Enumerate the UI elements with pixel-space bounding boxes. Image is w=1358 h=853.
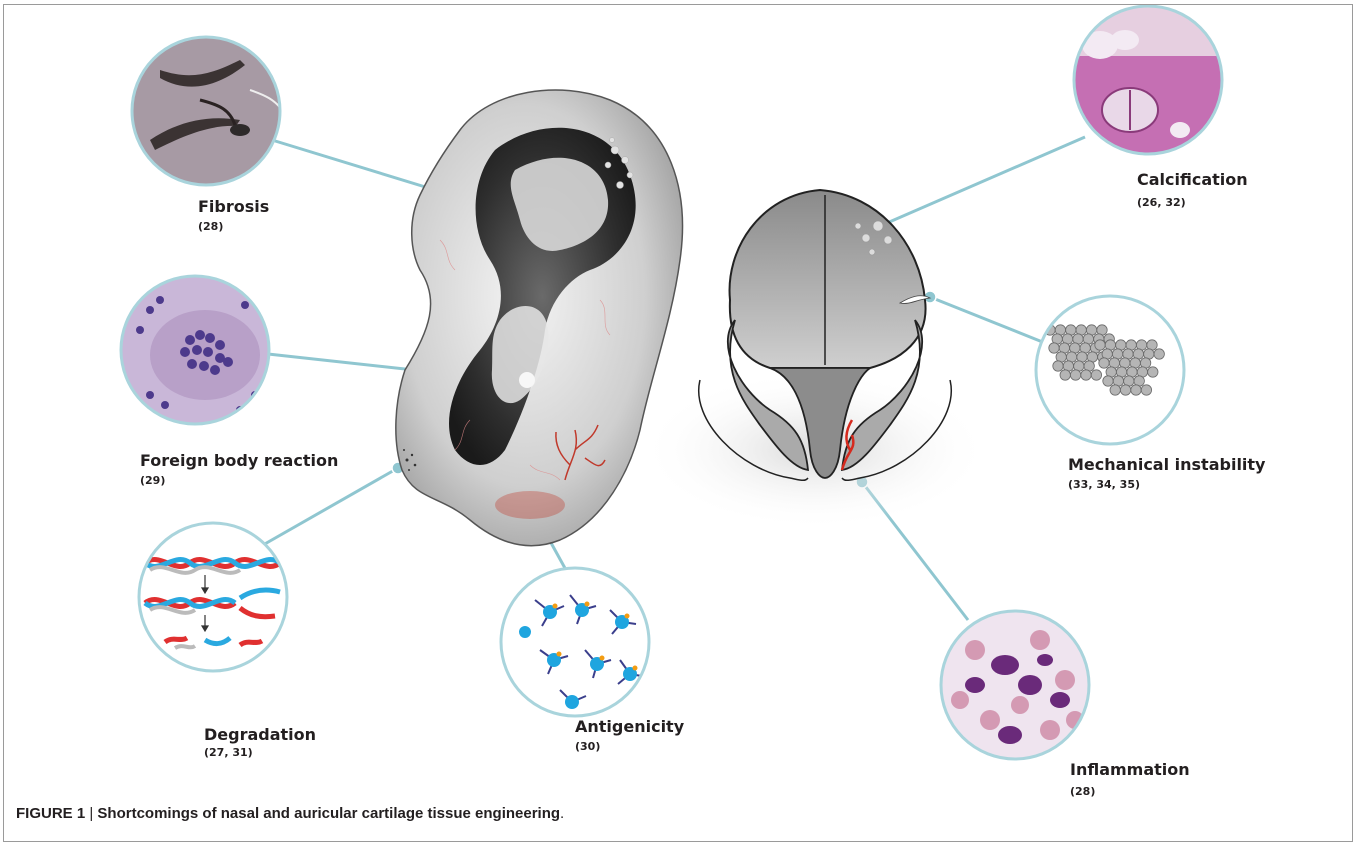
lattice-sphere (1154, 349, 1164, 359)
svg-text:Degradation: Degradation (204, 725, 316, 744)
degradation-diagram (139, 523, 287, 671)
svg-text:(29): (29) (140, 474, 165, 487)
mechanical-instability-diagram (1036, 296, 1184, 444)
lattice-sphere (1110, 385, 1120, 395)
lattice-sphere (1070, 370, 1080, 380)
svg-text:Inflammation: Inflammation (1070, 760, 1190, 779)
svg-text:Foreign body reaction: Foreign body reaction (140, 451, 338, 470)
lattice-sphere (1095, 340, 1105, 350)
lattice-sphere (1103, 376, 1113, 386)
caption-separator: | (85, 805, 97, 822)
lattice-sphere (1060, 370, 1070, 380)
svg-text:Mechanical instability: Mechanical instability (1068, 455, 1266, 474)
fibrosis-micrograph (130, 35, 282, 187)
svg-text:(28): (28) (198, 220, 223, 233)
lattice-sphere (1148, 367, 1158, 377)
figure-number: FIGURE 1 (16, 805, 85, 822)
caption-text: Shortcomings of nasal and auricular cart… (97, 805, 560, 822)
antigenicity-diagram (501, 568, 649, 716)
svg-text:Antigenicity: Antigenicity (575, 717, 685, 736)
calcification-micrograph (1074, 6, 1222, 154)
svg-text:(33, 34, 35): (33, 34, 35) (1068, 478, 1140, 491)
lattice-sphere (1081, 370, 1091, 380)
svg-text:(27, 31): (27, 31) (204, 746, 253, 759)
caption-period: . (560, 805, 564, 822)
svg-text:Calcification: Calcification (1137, 170, 1248, 189)
label-antigenicity: Antigenicity (30) (575, 717, 685, 753)
label-fibrosis: Fibrosis (28) (198, 197, 269, 233)
lattice-sphere (1099, 358, 1109, 368)
svg-text:(26, 32): (26, 32) (1137, 196, 1186, 209)
lattice-sphere (1091, 370, 1101, 380)
inflammation-micrograph (941, 611, 1089, 759)
label-degradation: Degradation (27, 31) (204, 725, 316, 759)
nose-cartilage (640, 190, 990, 530)
label-mechanical-instability: Mechanical instability (33, 34, 35) (1068, 455, 1266, 491)
lattice-sphere (1141, 385, 1151, 395)
foreign-body-micrograph (120, 275, 272, 427)
ear-cartilage (396, 90, 683, 546)
svg-text:Fibrosis: Fibrosis (198, 197, 269, 216)
label-inflammation: Inflammation (28) (1070, 760, 1190, 798)
label-foreign-body-reaction: Foreign body reaction (29) (140, 451, 338, 487)
figure-caption: FIGURE 1 | Shortcomings of nasal and aur… (16, 805, 564, 822)
svg-text:(30): (30) (575, 740, 600, 753)
svg-text:(28): (28) (1070, 785, 1095, 798)
lattice-sphere (1120, 385, 1130, 395)
lattice-sphere (1131, 385, 1141, 395)
lattice-sphere (1053, 361, 1063, 371)
lattice-sphere (1049, 343, 1059, 353)
label-calcification: Calcification (26, 32) (1137, 170, 1248, 209)
